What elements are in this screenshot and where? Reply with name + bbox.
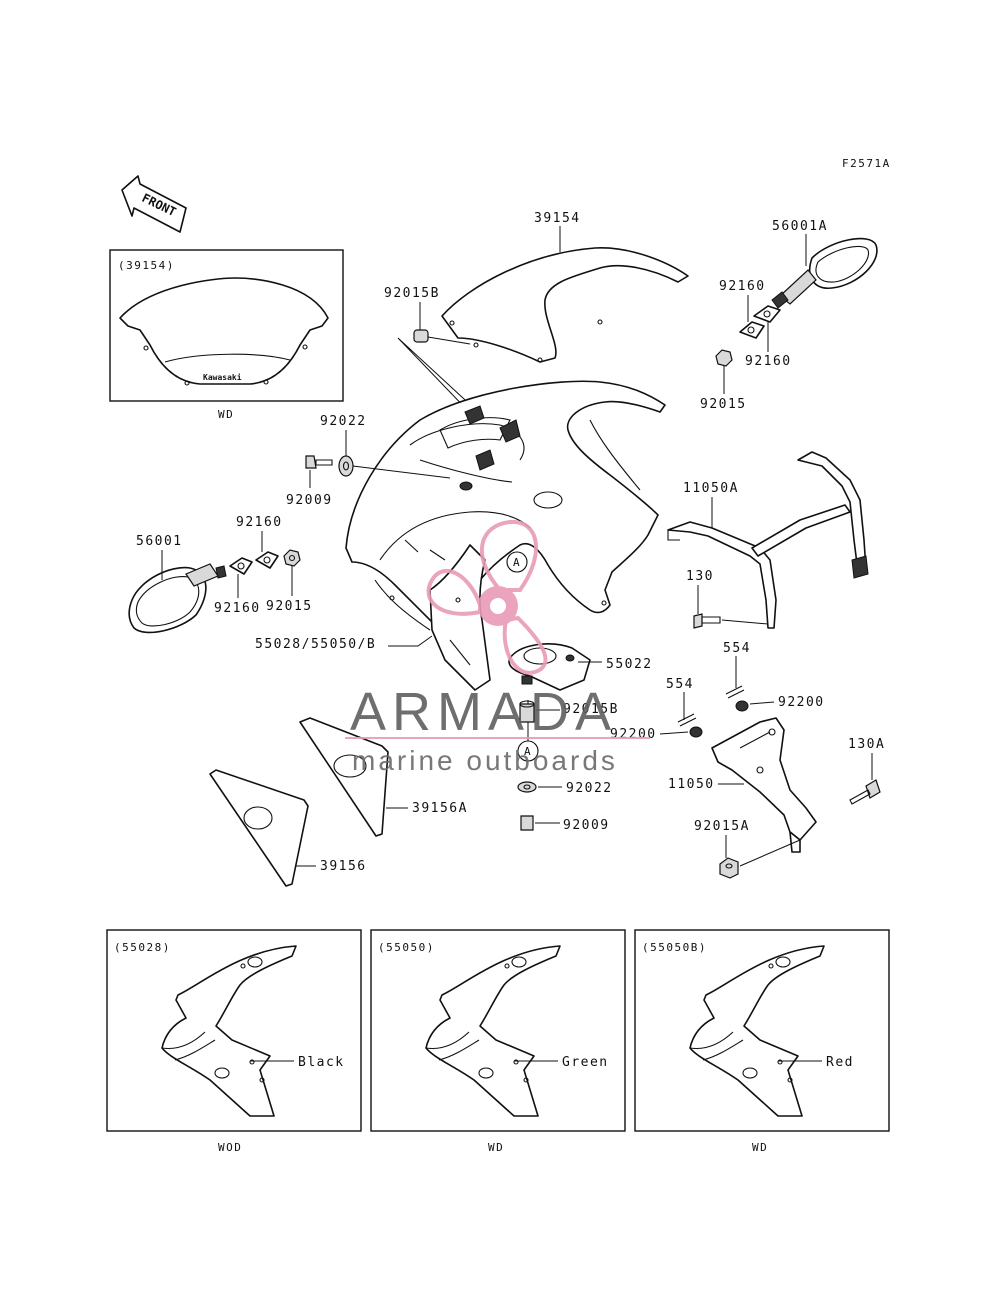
label-554-b: 554 — [723, 641, 751, 656]
color-inset-1-frame — [106, 929, 362, 1132]
label-39156: 39156 — [320, 859, 367, 874]
bracket-55022: 55022 — [508, 643, 653, 691]
label-92015B-mid: 92015B — [563, 702, 619, 717]
label-92015-right: 92015 — [700, 397, 747, 412]
panel-39156A: 39156A — [299, 717, 468, 837]
label-92200-a: 92200 — [778, 695, 825, 710]
label-92022-mid: 92022 — [566, 781, 613, 796]
label-92015A: 92015A — [694, 819, 750, 834]
label-55022: 55022 — [606, 657, 653, 672]
mirror-56001A: 56001A — [771, 219, 878, 309]
pads-92160-left: 92160 92160 — [214, 515, 283, 616]
lower-fairing-55028: 55028/55050/B — [255, 544, 491, 691]
color-inset-55050: (55050) Green WD — [370, 929, 626, 1154]
washer-92022-top: 92022 — [320, 414, 451, 479]
label-39156A: 39156A — [412, 801, 468, 816]
grommet-92200-a: 92200 — [735, 695, 825, 712]
ref-a1-label: A — [513, 556, 521, 569]
label-92160-d: 92160 — [214, 601, 261, 616]
mirror-56001: 56001 — [128, 534, 227, 634]
color-inset-2-color-label: Green — [562, 1055, 609, 1070]
windshield-inset-frame — [109, 249, 344, 402]
label-92022-top: 92022 — [320, 414, 367, 429]
windshield-inset: (39154) Kawasaki WD — [109, 249, 344, 421]
color-inset-1-caption: WOD — [218, 1141, 242, 1154]
windshield-inset-title: (39154) — [118, 259, 175, 272]
propeller-logo-icon — [426, 519, 548, 675]
screw-92009-top: 92009 — [286, 455, 333, 508]
bolt-130: 130 — [686, 569, 769, 629]
label-11050: 11050 — [668, 777, 715, 792]
grommet-92200-b: 92200 — [610, 726, 703, 742]
color-inset-55028: (55028) Black WOD — [106, 929, 362, 1154]
label-92009-top: 92009 — [286, 493, 333, 508]
windshield-inset-shape — [119, 277, 329, 385]
windshield-inset-caption: WD — [218, 408, 234, 421]
label-130A: 130A — [848, 737, 885, 752]
nut-92015-right: 92015 — [700, 349, 747, 412]
watermark-tagline: marine outboards — [352, 745, 618, 776]
label-56001: 56001 — [136, 534, 183, 549]
label-92160-b: 92160 — [745, 354, 792, 369]
armada-watermark: ARMADA marine outboards — [345, 519, 650, 776]
label-92160-c: 92160 — [236, 515, 283, 530]
color-inset-3-frame — [634, 929, 890, 1132]
label-92015-left: 92015 — [266, 599, 313, 614]
nut-92015-left: 92015 — [266, 549, 313, 614]
bolt-130A: 130A — [848, 737, 885, 805]
color-inset-3-color-label: Red — [826, 1055, 854, 1070]
stay-11050A: 11050A — [667, 451, 869, 629]
bolt-92015B-mid: 92015B — [519, 675, 619, 723]
pin-554-a: 554 — [666, 677, 697, 727]
color-inset-2-title: (55050) — [378, 941, 435, 954]
kawasaki-logo-text: Kawasaki — [203, 372, 242, 382]
label-130: 130 — [686, 569, 714, 584]
screw-92009-mid: 92009 — [520, 815, 610, 833]
label-39154: 39154 — [534, 211, 581, 226]
pin-554-b: 554 — [723, 641, 751, 699]
label-55028: 55028/55050/B — [255, 637, 376, 652]
front-arrow-icon: FRONT — [121, 175, 187, 233]
color-inset-1-color-label: Black — [298, 1055, 345, 1070]
label-554-a: 554 — [666, 677, 694, 692]
ref-a2-label: A — [524, 745, 532, 758]
windshield-39154: 39154 — [441, 211, 689, 363]
watermark-brand: ARMADA — [350, 682, 617, 742]
color-inset-1-title: (55028) — [114, 941, 171, 954]
nut-92015A: 92015A — [694, 819, 801, 879]
color-inset-55050B: (55050B) Red WD — [634, 929, 890, 1154]
label-92009-mid: 92009 — [563, 818, 610, 833]
panel-39156: 39156 — [209, 769, 367, 887]
pads-92160-right: 92160 92160 — [719, 279, 792, 369]
reference-marker-a1: A — [506, 551, 528, 573]
washer-92022-mid: 92022 — [517, 781, 613, 796]
label-56001A: 56001A — [772, 219, 828, 234]
figure-code: F2571A — [842, 157, 891, 170]
color-inset-2-frame — [370, 929, 626, 1132]
label-11050A: 11050A — [683, 481, 739, 496]
label-92015B-top: 92015B — [384, 286, 440, 301]
color-inset-2-caption: WD — [488, 1141, 504, 1154]
label-92160-a: 92160 — [719, 279, 766, 294]
color-inset-3-title: (55050B) — [642, 941, 707, 954]
bolt-92015B-top: 92015B — [384, 286, 497, 441]
color-inset-3-caption: WD — [752, 1141, 768, 1154]
